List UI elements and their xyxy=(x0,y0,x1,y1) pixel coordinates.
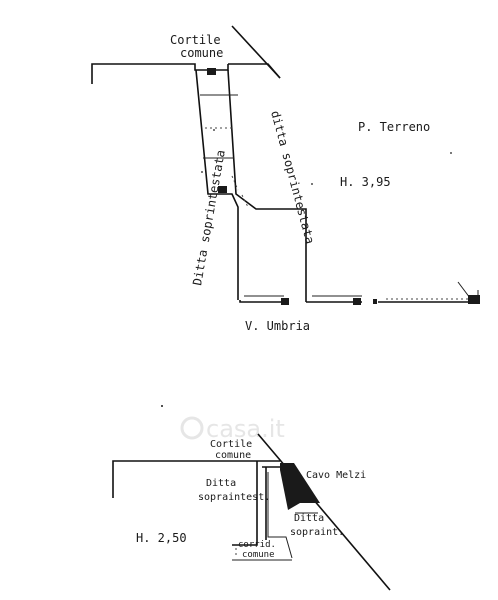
lower-neighbor-left-label: sopraintest. xyxy=(198,492,270,503)
ground-floor-title: P. Terreno xyxy=(358,120,430,134)
watermark-logo: casa.it xyxy=(180,415,285,443)
ground-neighbor-left-label: Ditta soprintestata xyxy=(190,149,228,287)
lower-floor-plan xyxy=(112,405,391,591)
ground-neighbor-right-label: ditta soprintestata xyxy=(268,109,317,245)
lower-neighbor-left-label: Ditta xyxy=(206,478,236,489)
lower-neighbor-right-label: sopraint. xyxy=(290,527,344,538)
corridor-label: comune xyxy=(242,550,275,560)
ground-courtyard-label: Cortile xyxy=(170,33,221,47)
ground-floor-height: H. 3,95 xyxy=(340,175,391,189)
cellar-label: Cavo Melzi xyxy=(306,470,366,481)
lower-floor-height: H. 2,50 xyxy=(136,531,187,545)
lower-neighbor-right-label: Ditta xyxy=(294,513,324,524)
ground-floor-plan xyxy=(91,25,480,305)
ground-courtyard-label: comune xyxy=(180,46,223,60)
corridor-label: corrid. xyxy=(238,540,276,550)
lower-courtyard-label: comune xyxy=(215,450,251,461)
lower-courtyard-label: Cortile xyxy=(210,439,252,450)
svg-text:casa.it: casa.it xyxy=(206,415,285,443)
street-label: V. Umbria xyxy=(245,319,310,333)
